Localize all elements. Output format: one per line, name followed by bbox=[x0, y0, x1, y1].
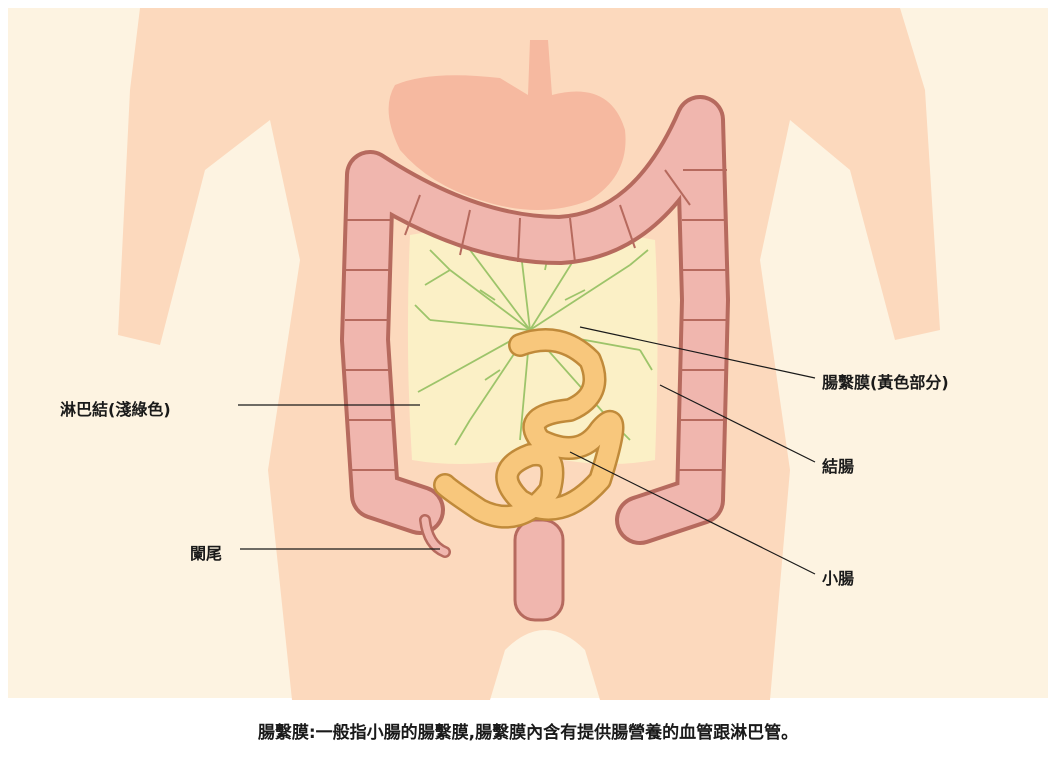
caption: 腸繫膜:一般指小腸的腸繫膜,腸繫膜內含有提供腸營養的血管跟淋巴管。 bbox=[0, 718, 1056, 743]
label-mesentery: 腸繫膜(黃色部分) bbox=[822, 369, 949, 393]
label-small-intestine: 小腸 bbox=[822, 565, 854, 589]
label-lymph-node: 淋巴結(淺綠色) bbox=[60, 396, 171, 420]
rectum bbox=[515, 520, 563, 620]
label-appendix: 闌尾 bbox=[190, 540, 222, 564]
label-colon: 結腸 bbox=[822, 453, 854, 477]
